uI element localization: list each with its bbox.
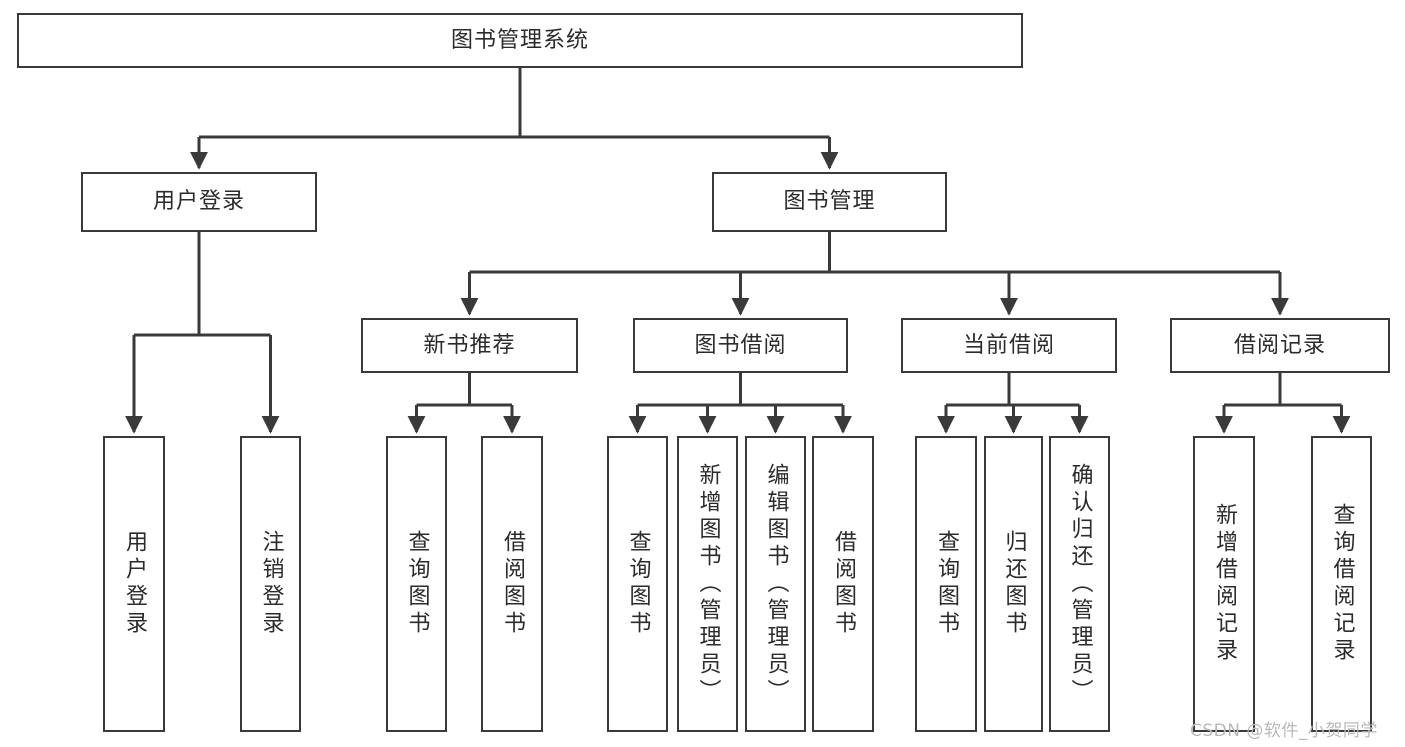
leaf-node[interactable]: 查询图书 bbox=[386, 436, 447, 732]
node-label: 借阅图书 bbox=[500, 530, 525, 638]
node-label: 用户登录 bbox=[122, 530, 147, 638]
level2-node[interactable]: 新书推荐 bbox=[361, 318, 578, 373]
level2-node[interactable]: 当前借阅 bbox=[901, 318, 1117, 373]
leaf-node[interactable]: 注销登录 bbox=[240, 436, 301, 732]
leaf-node[interactable]: 用户登录 bbox=[103, 436, 165, 732]
leaf-node[interactable]: 查询借阅记录 bbox=[1311, 436, 1372, 732]
level1-node[interactable]: 用户登录 bbox=[81, 172, 317, 232]
node-label: 查询借阅记录 bbox=[1329, 503, 1355, 665]
leaf-node[interactable]: 编辑图书（管理员） bbox=[745, 436, 806, 732]
leaf-node[interactable]: 归还图书 bbox=[984, 436, 1043, 732]
root-node[interactable]: 图书管理系统 bbox=[17, 13, 1023, 68]
node-label: 图书管理 bbox=[783, 189, 876, 214]
level2-node[interactable]: 图书借阅 bbox=[633, 318, 848, 373]
node-label: 查询图书 bbox=[934, 530, 959, 638]
node-label: 归还图书 bbox=[1001, 530, 1027, 638]
node-label: 编辑图书（管理员） bbox=[763, 462, 789, 706]
node-label: 查询图书 bbox=[404, 530, 430, 638]
node-label: 新增图书（管理员） bbox=[695, 462, 721, 706]
leaf-node[interactable]: 查询图书 bbox=[607, 436, 668, 732]
leaf-node[interactable]: 借阅图书 bbox=[481, 436, 543, 732]
leaf-node[interactable]: 新增图书（管理员） bbox=[677, 436, 738, 732]
node-label: 新书推荐 bbox=[423, 332, 516, 358]
node-label: 当前借阅 bbox=[962, 332, 1055, 358]
node-label: 确认归还（管理员） bbox=[1067, 462, 1093, 706]
leaf-node[interactable]: 确认归还（管理员） bbox=[1049, 436, 1110, 732]
node-label: 图书管理系统 bbox=[450, 27, 589, 53]
node-label: 注销登录 bbox=[258, 530, 284, 638]
node-label: 借阅图书 bbox=[831, 530, 856, 638]
leaf-node[interactable]: 借阅图书 bbox=[812, 436, 874, 732]
node-label: 查询图书 bbox=[625, 530, 651, 638]
leaf-node[interactable]: 查询图书 bbox=[915, 436, 977, 732]
leaf-node[interactable]: 新增借阅记录 bbox=[1193, 436, 1255, 732]
node-label: 新增借阅记录 bbox=[1212, 503, 1237, 665]
node-label: 借阅记录 bbox=[1233, 332, 1326, 358]
level1-node[interactable]: 图书管理 bbox=[712, 172, 947, 232]
node-label: 用户登录 bbox=[152, 189, 245, 214]
level2-node[interactable]: 借阅记录 bbox=[1170, 318, 1390, 373]
csdn-watermark: CSDN @软件_小贺同学 bbox=[1190, 721, 1378, 741]
node-label: 图书借阅 bbox=[694, 332, 787, 358]
